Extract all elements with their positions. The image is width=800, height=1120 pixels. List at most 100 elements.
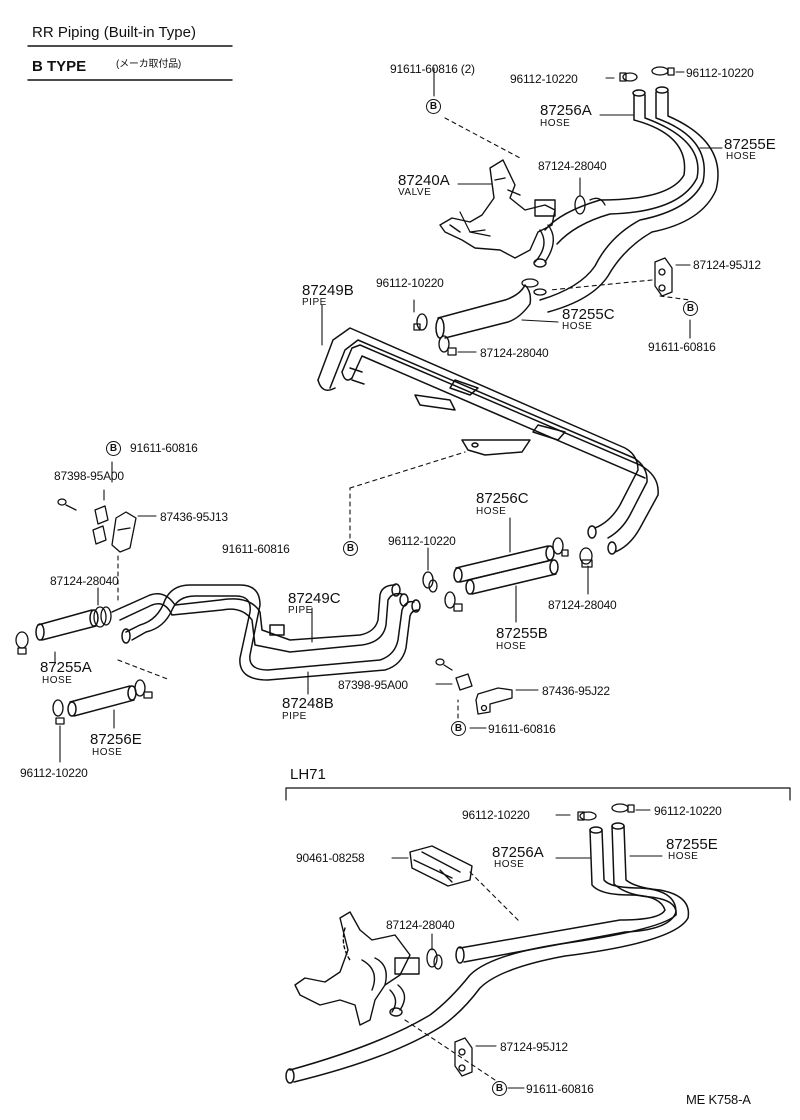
clamp-96112-mid (413, 313, 428, 331)
label-87124-95j12-lh: 87124-95J12 (500, 1040, 568, 1054)
label-valve: VALVE (398, 187, 432, 198)
page-title: RR Piping (Built-in Type) (32, 24, 196, 41)
label-87124-28040-b: 87124-28040 (480, 346, 549, 360)
section-label-lh71: LH71 (290, 766, 326, 783)
label-87124-95j12-a: 87124-95J12 (693, 258, 761, 272)
pipe-87248b (121, 584, 421, 681)
bolt-marker-b: B (451, 721, 466, 736)
clamp-87124-b (438, 335, 457, 356)
label-91611-60816-2: 91611-60816 (2) (390, 62, 475, 76)
label-96112-10220-bl: 96112-10220 (20, 766, 88, 780)
bolt-marker-b: B (106, 441, 121, 456)
clamp-96112-c (422, 571, 438, 593)
bolt-marker-b: B (426, 99, 441, 114)
clip-87398-b (455, 673, 473, 691)
label-87256e: 87256E (90, 731, 142, 748)
clip-87398-95a00 (92, 505, 109, 545)
label-hose: HOSE (668, 851, 699, 862)
label-87255e: 87255E (724, 136, 776, 153)
footer-code: ME K758-A (686, 1092, 751, 1107)
clamp-87124-a (574, 195, 606, 215)
label-hose: HOSE (42, 675, 73, 686)
bracket-87124-95j12-lh (454, 1037, 473, 1077)
clamp-96112-tr (651, 66, 675, 76)
hose-87255b (465, 559, 559, 595)
bolt-marker-b: B (492, 1081, 507, 1096)
bracket-87436-95j22 (475, 687, 513, 715)
hose-87256e (67, 685, 137, 717)
bracket-87124-95j12 (654, 257, 673, 297)
label-87240a: 87240A (398, 172, 450, 189)
label-91611-60816-lh: 91611-60816 (526, 1082, 594, 1096)
label-pipe: PIPE (288, 605, 313, 616)
clamp-87124-c (444, 591, 463, 612)
hose-87256a (544, 89, 699, 245)
label-96112-10220-mid: 96112-10220 (376, 276, 444, 290)
label-hose: HOSE (476, 506, 507, 517)
hose-87255c (435, 284, 532, 339)
label-91611-60816-m: 91611-60816 (222, 542, 290, 556)
pipe-87249c (111, 583, 409, 653)
label-hose: HOSE (496, 641, 527, 652)
label-pipe: PIPE (302, 297, 327, 308)
label-87436-95j22: 87436-95J22 (542, 684, 610, 698)
label-87436-95j13: 87436-95J13 (160, 510, 228, 524)
bolt-marker-b: B (343, 541, 358, 556)
valve-87240a (439, 159, 556, 268)
clamp-valve-bottom (521, 278, 547, 296)
label-87124-28040-d: 87124-28040 (548, 598, 617, 612)
clamp-87256c-end (552, 537, 569, 557)
label-96112-10220-c: 96112-10220 (388, 534, 456, 548)
label-87398-95a00-b: 87398-95A00 (338, 678, 408, 692)
label-87249b: 87249B (302, 282, 354, 299)
label-87255c: 87255C (562, 306, 615, 323)
valve-lh (294, 911, 420, 1026)
lh71-bracket-line (285, 787, 791, 801)
label-96112-10220-tl: 96112-10220 (510, 72, 578, 86)
label-91611-60816-l: 91611-60816 (130, 441, 198, 455)
type-label: B TYPE (32, 58, 87, 75)
label-87124-28040-c: 87124-28040 (50, 574, 119, 588)
clamp-96112-lh-r (611, 803, 635, 813)
label-87256a: 87256A (540, 102, 592, 119)
label-87255a: 87255A (40, 659, 92, 676)
hose-87256c (453, 545, 555, 583)
label-87248b: 87248B (282, 695, 334, 712)
label-87256c: 87256C (476, 490, 529, 507)
bolt-87398-a (57, 498, 77, 511)
label-91611-60816-r: 91611-60816 (648, 340, 716, 354)
protector-90461 (409, 845, 473, 887)
label-87398-95a00-a: 87398-95A00 (54, 469, 124, 483)
label-hose: HOSE (494, 859, 525, 870)
clamp-96112-lh-l (577, 811, 597, 821)
clamp-87256e-end (134, 679, 153, 699)
label-hose: HOSE (562, 321, 593, 332)
label-pipe: PIPE (282, 711, 307, 722)
type-note: (メーカ取付品) (116, 59, 182, 70)
hose-87255e (539, 86, 719, 313)
clamp-96112-bl (52, 699, 65, 725)
hose-87255e-lh (285, 822, 690, 1084)
clamp-87124-left (93, 606, 112, 628)
label-87249c: 87249C (288, 590, 341, 607)
label-87255e-lh: 87255E (666, 836, 718, 853)
label-87124-28040-a: 87124-28040 (538, 159, 607, 173)
clamp-87124-lh (426, 948, 443, 970)
bracket-87436-95j13 (111, 511, 137, 553)
label-hose: HOSE (92, 747, 123, 758)
label-hose: HOSE (540, 118, 571, 129)
label-96112-10220-lh-r: 96112-10220 (654, 804, 722, 818)
label-87255b: 87255B (496, 625, 548, 642)
label-87124-28040-lh: 87124-28040 (386, 918, 455, 932)
hose-87256a-lh (455, 826, 677, 964)
bolt-marker-b: B (683, 301, 698, 316)
hose-87255a (35, 609, 99, 641)
clamp-left-end (15, 631, 29, 655)
label-96112-10220-tr: 96112-10220 (686, 66, 754, 80)
label-87256a-lh: 87256A (492, 844, 544, 861)
label-91611-60816-c: 91611-60816 (488, 722, 556, 736)
clamp-96112-tl (619, 72, 638, 82)
bolt-87398-b (435, 658, 453, 671)
label-hose: HOSE (726, 151, 757, 162)
